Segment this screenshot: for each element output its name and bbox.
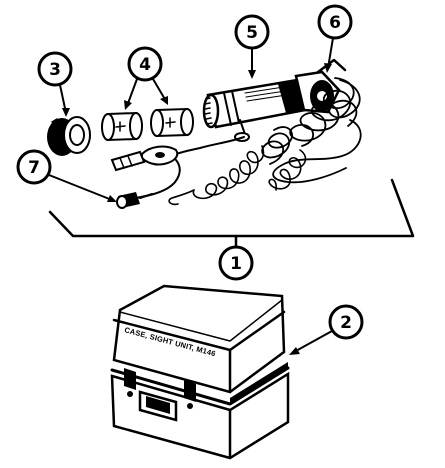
callout-5: 5 bbox=[236, 16, 268, 79]
callout-2: 2 bbox=[289, 306, 362, 355]
callout-6-number: 6 bbox=[329, 13, 341, 33]
end-cap-part bbox=[47, 117, 90, 156]
callout-3: 3 bbox=[39, 53, 71, 117]
kit-bracket bbox=[50, 180, 413, 246]
callout-7-number: 7 bbox=[28, 158, 40, 178]
callout-4-number: 4 bbox=[139, 55, 151, 75]
switch-cable-part bbox=[112, 137, 244, 208]
callout-1: 1 bbox=[220, 247, 252, 279]
reticle-assembly-part bbox=[296, 60, 345, 112]
coiled-cord-lower bbox=[169, 146, 305, 204]
callout-3-number: 3 bbox=[49, 60, 61, 80]
callout-5-number: 5 bbox=[246, 23, 258, 43]
carrying-case-part: CASE, SIGHT UNIT, M146 bbox=[112, 286, 288, 458]
callout-1-number: 1 bbox=[230, 254, 242, 274]
battery-1-part bbox=[102, 113, 142, 140]
callout-6: 6 bbox=[319, 6, 351, 73]
battery-2-part bbox=[151, 109, 193, 136]
callout-7: 7 bbox=[18, 151, 117, 202]
callout-4: 4 bbox=[124, 48, 168, 110]
callout-2-number: 2 bbox=[340, 313, 352, 333]
